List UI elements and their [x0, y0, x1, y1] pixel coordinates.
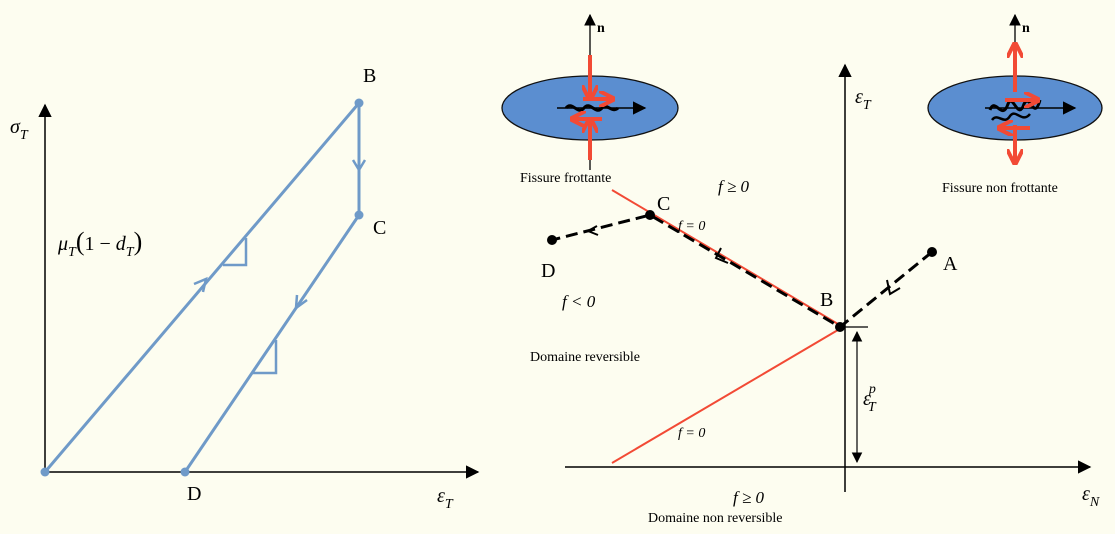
loading-line-origin-B: [45, 103, 359, 472]
f-lt-label: f < 0: [562, 292, 596, 311]
right-label-A: A: [943, 253, 958, 275]
domaine-reversible-label: Domaine reversible: [530, 350, 640, 365]
left-label-B: B: [363, 65, 376, 87]
fissure-non-frottante-label: Fissure non frottante: [942, 181, 1058, 196]
unloading-line-C-D: [185, 215, 359, 472]
slope-label: μT(1 − dT): [57, 227, 142, 260]
right-label-D: D: [541, 260, 555, 282]
left-point-B: [355, 99, 364, 108]
normal-label-right: n: [1022, 21, 1030, 36]
criterion-line-upper: [612, 190, 843, 327]
crack-illustration-frottante: n: [502, 15, 678, 170]
f-geq-bottom-label: f ≥ 0: [733, 488, 765, 507]
right-label-B: B: [820, 289, 833, 311]
left-label-C: C: [373, 217, 386, 239]
f-eq-lower-label: f = 0: [678, 426, 705, 441]
left-point-origin: [41, 468, 50, 477]
f-eq-upper-label: f = 0: [678, 219, 705, 234]
left-label-D: D: [187, 483, 201, 505]
fissure-frottante-label: Fissure frottante: [520, 171, 611, 186]
crack-illustration-non-frottante: n: [928, 15, 1102, 165]
f-geq-top-label: f ≥ 0: [718, 177, 750, 196]
loading-path: [552, 215, 932, 327]
left-point-C: [355, 211, 364, 220]
left-y-axis-label: σT: [10, 116, 29, 143]
right-point-B: [835, 322, 845, 332]
right-y-axis-label: εT: [855, 86, 872, 113]
right-point-D: [547, 235, 557, 245]
criterion-line-lower: [612, 327, 843, 463]
right-x-axis-label: εN: [1082, 483, 1100, 510]
left-point-D: [181, 468, 190, 477]
right-label-C: C: [657, 193, 670, 215]
right-point-A: [927, 247, 937, 257]
normal-label-left: n: [597, 21, 605, 36]
left-plot: B C D σT εT μT(1 − dT): [10, 65, 478, 512]
path-arrow-A-B: [887, 280, 900, 294]
domaine-non-reversible-label: Domaine non reversible: [648, 511, 783, 526]
left-x-axis-label: εT: [437, 485, 454, 512]
right-point-C: [645, 210, 655, 220]
